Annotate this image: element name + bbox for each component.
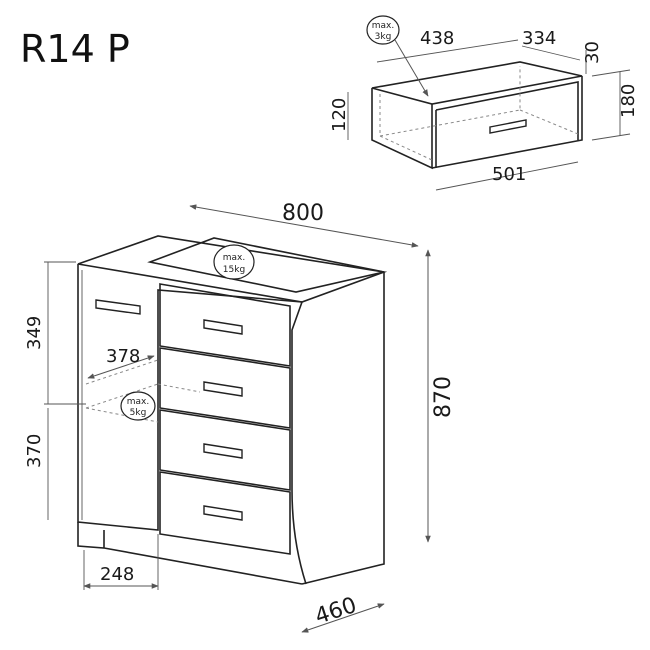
cabinet-top-board [147,237,385,293]
dim-line-378 [87,355,155,379]
cabinet-drawer-4 [159,471,291,555]
drawer-3-handle [203,443,243,459]
top-max-load-value: 15kg [223,265,245,275]
dim-cabinet-depth: 460 [312,593,360,630]
shelf-max-load-label: max. [127,397,149,407]
cabinet-illustration: max. 15kg max. 5kg 800 870 349 370 378 2… [24,201,456,633]
drawer-side-panel [371,88,433,170]
dim-upper-compartment: 349 [24,316,45,350]
cabinet-side-panel [301,272,385,585]
dim-drawer-height: 180 [618,84,639,118]
dim-line-438 [376,39,519,63]
drawer-top-rim [371,61,583,105]
drawer-max-load-label: max. [372,21,394,31]
drawer-inner-edges [379,66,579,161]
dim-cabinet-width: 800 [282,201,324,226]
product-title: R14 P [20,27,130,71]
dim-door-width: 248 [100,564,134,585]
drawer-front-panel [435,81,579,168]
drawer-max-load-value: 3kg [375,32,392,42]
dim-cabinet-height: 870 [431,376,456,418]
dim-drawer-width: 501 [492,164,526,185]
door-handle [95,299,141,315]
drawer-handle [489,119,527,134]
cabinet-front-edge [291,301,307,585]
shelf-max-load-badge [120,391,156,421]
cabinet-drawer-2 [159,347,291,429]
dim-line-460 [301,603,385,633]
cabinet-drawer-3 [159,409,291,491]
top-max-load-label: max. [223,253,245,263]
drawer-4-handle [203,505,243,521]
drawer-max-load-badge [366,15,400,45]
cabinet-door-outline [77,264,303,531]
dim-line-501 [435,161,579,191]
cabinet-plinth [77,522,303,585]
dim-drawer-depth: 334 [522,28,556,49]
shelf-max-load-value: 5kg [130,408,147,418]
dim-line-334 [521,45,581,61]
dim-drawer-inner-width: 438 [420,28,454,49]
dim-drawer-side-height: 120 [329,98,350,132]
drawer-illustration: max. 3kg 438 334 30 180 120 501 [329,15,639,191]
dim-drawer-front-height: 30 [582,41,603,64]
drawer-front-bottom [431,76,583,169]
drawer-2-handle [203,381,243,397]
drawer-1-handle [203,319,243,335]
dim-lower-compartment: 370 [24,434,45,468]
dim-shelf-depth: 378 [106,346,140,367]
cabinet-drawer-1 [159,283,291,367]
dim-line-800 [189,204,419,248]
drawer-max-load-arrow [394,39,429,97]
